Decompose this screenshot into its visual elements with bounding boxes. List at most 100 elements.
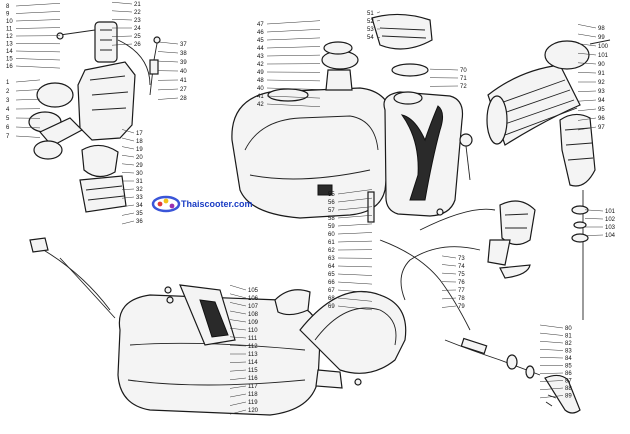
part-number-label: 42 <box>257 102 264 108</box>
part-number-label: 79 <box>458 304 465 310</box>
part-number-label: 8 <box>6 4 10 10</box>
callout-leader-line <box>539 357 564 359</box>
callout-leader-line <box>266 29 321 33</box>
callout-leader-line <box>337 232 373 235</box>
part-number-label: 112 <box>248 344 258 350</box>
callout-leader-line <box>429 68 459 71</box>
part-number-label: 20 <box>136 155 143 161</box>
part-number-label: 109 <box>248 320 259 326</box>
part-number-label: 115 <box>248 368 258 374</box>
part-number-label: 18 <box>136 139 143 145</box>
part-number-label: 77 <box>458 288 465 294</box>
part-number-label: 96 <box>598 116 605 122</box>
callout-leader-line <box>229 327 247 331</box>
part-number-label: 113 <box>248 352 258 358</box>
air-filter-assembly <box>486 39 611 320</box>
part-number-label: 61 <box>328 240 335 246</box>
part-number-label: 80 <box>565 326 572 332</box>
fuel-tank <box>231 41 393 219</box>
part-number-label: 65 <box>328 272 335 278</box>
part-number-label: 103 <box>605 225 616 231</box>
part-number-label: 90 <box>598 62 605 68</box>
callout-leader-line <box>121 212 135 216</box>
part-number-label: 38 <box>180 51 187 57</box>
fuel-valve-assembly <box>379 200 536 331</box>
part-number-label: 75 <box>458 272 465 278</box>
callout-leader-line <box>229 319 247 323</box>
part-number-label: 36 <box>136 219 143 225</box>
part-number-label: 5 <box>6 116 10 122</box>
callout-leader-line <box>15 135 41 138</box>
part-number-label: 51 <box>367 11 374 17</box>
callout-leader-line <box>111 43 133 46</box>
part-number-label: 102 <box>605 217 616 223</box>
part-number-label: 66 <box>328 280 335 286</box>
callout-leader-line <box>539 372 564 374</box>
callout-leader-line <box>157 60 179 63</box>
part-number-label: 10 <box>6 19 13 25</box>
part-number-label: 49 <box>257 70 264 76</box>
part-number-label: 4 <box>6 107 10 113</box>
part-number-label: 82 <box>565 341 572 347</box>
part-number-label: 30 <box>136 171 143 177</box>
part-number-label: 64 <box>328 264 335 270</box>
part-number-label: 47 <box>257 22 264 28</box>
part-number-label: 6 <box>6 125 10 131</box>
callout-leader-line <box>266 79 321 82</box>
callout-leader-line <box>539 332 564 336</box>
part-number-label: 108 <box>248 312 259 318</box>
part-number-label: 63 <box>328 256 335 262</box>
callout-leader-line <box>577 33 597 38</box>
part-number-label: 41 <box>257 94 264 100</box>
callout-leader-line <box>337 305 373 311</box>
callout-leader-line <box>441 305 457 308</box>
part-number-label: 105 <box>248 288 259 294</box>
part-number-label: 48 <box>257 78 264 84</box>
part-number-label: 24 <box>134 26 141 32</box>
part-number-label: 83 <box>565 349 572 355</box>
part-number-label: 73 <box>458 256 465 262</box>
callout-leader-line <box>577 126 597 131</box>
callout-leader-line <box>337 297 373 302</box>
part-number-label: 40 <box>257 86 264 92</box>
part-number-label: 111 <box>248 336 258 342</box>
callout-leader-line <box>577 24 597 29</box>
callout-leader-line <box>266 20 321 25</box>
part-number-label: 93 <box>598 89 605 95</box>
part-number-label: 31 <box>136 179 143 185</box>
part-number-label: 91 <box>598 71 605 77</box>
part-number-label: 67 <box>328 288 335 294</box>
callout-leader-line <box>577 117 597 121</box>
callout-leader-line <box>121 196 135 199</box>
part-number-label: 26 <box>134 42 141 48</box>
carburetor-assembly <box>28 21 161 213</box>
callout-leader-line <box>15 65 61 69</box>
callout-leader-line <box>229 345 247 347</box>
part-number-label: 98 <box>598 26 605 32</box>
part-number-label: 68 <box>328 296 335 302</box>
part-number-label: 86 <box>565 371 572 377</box>
part-number-label: 41 <box>180 78 187 84</box>
part-number-label: 81 <box>565 334 572 340</box>
part-number-label: 57 <box>328 208 335 214</box>
callout-leader-line <box>229 401 247 406</box>
part-number-label: 97 <box>598 125 605 131</box>
callout-leader-line <box>229 409 247 415</box>
callout-leader-line <box>337 240 373 243</box>
part-number-label: 25 <box>134 34 141 40</box>
callout-leader-line <box>441 272 457 275</box>
callout-leader-line <box>229 361 247 363</box>
callout-leader-line <box>577 62 597 65</box>
part-number-label: 104 <box>605 233 616 239</box>
callout-leader-line <box>266 103 321 107</box>
callout-leader-line <box>441 264 457 267</box>
part-number-label: 1 <box>6 80 10 86</box>
callout-leader-line <box>337 215 373 219</box>
callout-leader-line <box>15 98 41 101</box>
part-number-label: 22 <box>134 10 141 16</box>
part-number-label: 101 <box>605 209 616 215</box>
part-number-label: 116 <box>248 376 258 382</box>
part-number-label: 69 <box>328 304 335 310</box>
part-number-label: 106 <box>248 296 259 302</box>
